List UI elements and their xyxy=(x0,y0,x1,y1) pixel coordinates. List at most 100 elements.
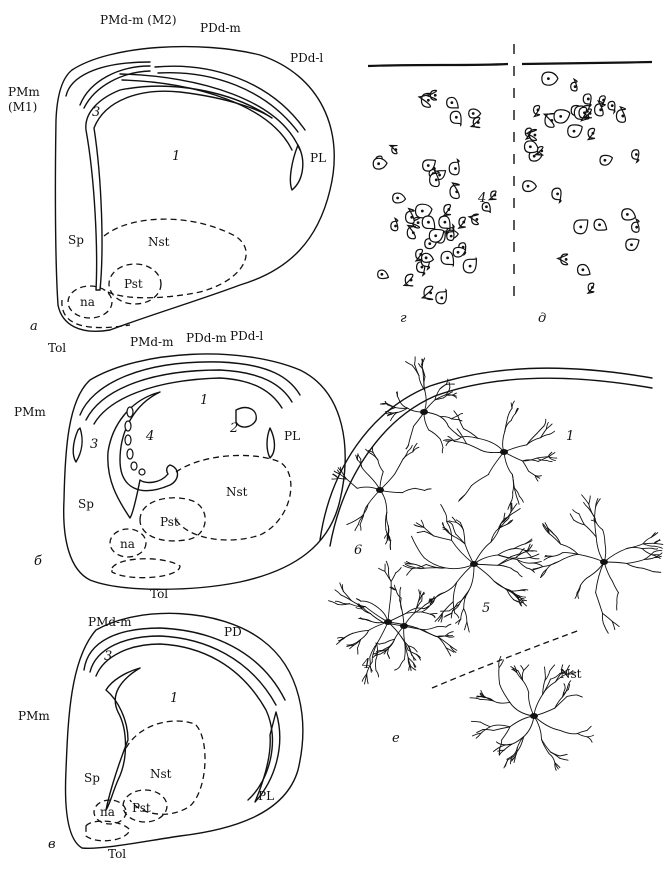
dendrite xyxy=(361,630,369,639)
dendrite xyxy=(449,382,450,388)
dendrite xyxy=(335,590,341,595)
cell-nucleus xyxy=(565,258,568,261)
dendrite xyxy=(523,461,529,471)
dendrite xyxy=(360,525,361,530)
panel-f-label-nst: Nst xyxy=(560,667,582,681)
cell-nucleus xyxy=(598,223,601,226)
dendrite xyxy=(471,721,480,722)
cell-body xyxy=(595,101,604,116)
dendrite xyxy=(457,564,474,582)
panel-b-nucleus-cell xyxy=(125,435,131,445)
panel-f-outer-surface xyxy=(320,368,652,540)
dendrite xyxy=(558,554,578,561)
dendrite xyxy=(410,426,413,438)
panel-c-label-pmd-m: PMd-m xyxy=(88,615,132,629)
neuron-soma xyxy=(470,561,478,567)
dendrite xyxy=(528,471,535,476)
dendrite xyxy=(508,408,512,417)
dendrite xyxy=(642,549,652,555)
neuron-soma xyxy=(500,449,508,455)
panel-d-e: 4 г д xyxy=(368,44,652,326)
dendrite xyxy=(474,542,491,564)
dendrite xyxy=(415,357,416,364)
dendrite xyxy=(519,590,525,591)
dendrite xyxy=(655,546,663,548)
dendrite xyxy=(388,599,390,622)
dendrite xyxy=(422,612,431,614)
panel-c-label-pl: PL xyxy=(258,789,274,803)
dendrite xyxy=(440,417,448,427)
cell-nucleus xyxy=(394,225,397,228)
panel-e-letter: д xyxy=(538,311,546,326)
cell-nucleus xyxy=(440,296,443,299)
dendrite xyxy=(454,441,466,443)
dendrite xyxy=(570,514,573,520)
dendrite xyxy=(585,525,597,537)
panel-b: PMd-m PDd-m PDd-l PMm PL Sp Nst Pst na T… xyxy=(14,329,345,601)
dendrite xyxy=(442,602,453,613)
dendrite xyxy=(577,695,582,697)
panel-b-label-tol: Tol xyxy=(150,587,168,601)
cell-nucleus xyxy=(475,218,478,221)
dendrite xyxy=(511,492,513,502)
cell-nucleus xyxy=(396,197,399,200)
dendrite xyxy=(507,520,512,524)
dendrite xyxy=(577,730,587,733)
cell-nucleus xyxy=(380,273,383,276)
dendrite xyxy=(521,666,524,671)
dendrite xyxy=(543,682,556,695)
cell-nucleus xyxy=(450,235,453,238)
cell-nucleus xyxy=(540,149,543,152)
dendrite xyxy=(534,694,543,716)
dendrite xyxy=(440,439,443,448)
dendrite xyxy=(453,525,456,534)
dendrite xyxy=(444,511,447,522)
dendrite xyxy=(499,668,500,684)
dendrite xyxy=(531,561,541,563)
dendrite xyxy=(347,522,353,524)
cell-body xyxy=(542,72,558,85)
cell-nucleus xyxy=(579,225,582,228)
dendrite xyxy=(500,684,510,703)
cell-nucleus xyxy=(527,185,530,188)
dendrite xyxy=(397,396,399,401)
panel-b-nucleus-cell xyxy=(131,462,137,470)
dendrite xyxy=(379,643,385,644)
panel-c-label-tol: Tol xyxy=(108,847,126,861)
dendrite xyxy=(596,593,603,614)
cell-nucleus xyxy=(447,208,450,211)
cell-nucleus xyxy=(410,216,413,219)
panel-a-cortex-pdd xyxy=(155,66,305,132)
dendrite xyxy=(414,648,417,652)
cell-nucleus xyxy=(581,268,584,271)
panel-b-label-na: na xyxy=(120,537,135,551)
cell-nucleus xyxy=(599,108,602,111)
dendrite xyxy=(434,536,452,540)
cell-body xyxy=(632,150,639,162)
panel-b-label-pmm: PMm xyxy=(14,405,46,419)
panel-c-label-pst: Pst xyxy=(132,801,151,815)
dendrite xyxy=(438,637,446,648)
panel-c-label-nst: Nst xyxy=(150,767,172,781)
dendrite xyxy=(406,361,413,365)
dendrite xyxy=(464,609,467,622)
dendrite xyxy=(582,495,589,504)
cell-body xyxy=(616,107,625,122)
dendrite xyxy=(503,431,505,452)
dendrite xyxy=(595,506,596,517)
dendrite xyxy=(353,630,369,633)
dendrite xyxy=(465,622,467,630)
dendrite xyxy=(343,591,351,600)
cell-nucleus xyxy=(446,256,449,259)
dendrite xyxy=(542,739,551,751)
panel-a-label-pmd-m-m2: PMd-m (M2) xyxy=(100,13,177,27)
dendrite xyxy=(643,537,651,543)
cell-nucleus xyxy=(477,121,480,124)
panel-a-tol-region xyxy=(62,300,130,328)
dendrite xyxy=(395,459,403,473)
dendrite xyxy=(409,438,411,445)
dendrite xyxy=(458,413,462,415)
cell-nucleus xyxy=(429,291,432,294)
dendrite xyxy=(400,401,408,408)
dendrite xyxy=(357,599,360,601)
